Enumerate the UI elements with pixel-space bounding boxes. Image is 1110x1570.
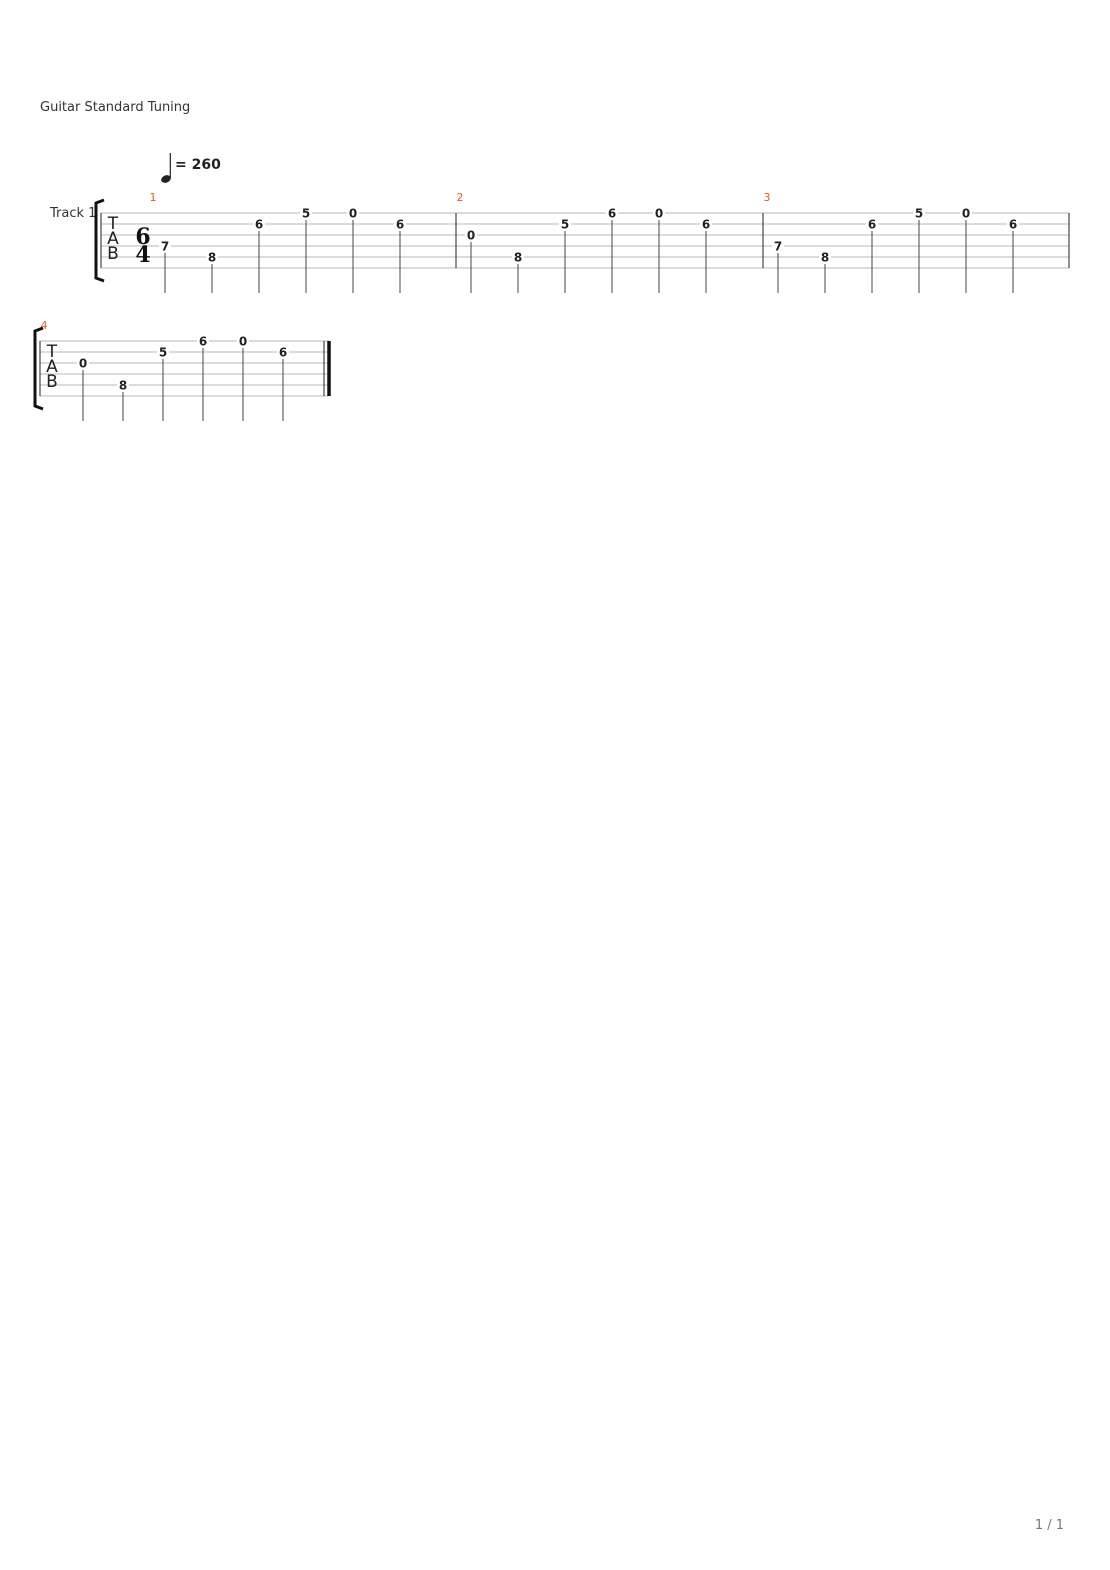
fret-number: 5 <box>561 218 569 232</box>
tab-clef-letter: T <box>107 214 119 234</box>
tab-note: 8 <box>206 251 218 293</box>
fret-background <box>117 379 129 391</box>
tab-note: 6 <box>253 218 265 293</box>
tab-note: 6 <box>866 218 878 293</box>
fret-background <box>913 207 925 219</box>
bar-number: 1 <box>150 191 157 204</box>
fret-number: 6 <box>1009 218 1017 232</box>
tab-note: 5 <box>157 346 169 421</box>
fret-background <box>277 346 289 358</box>
fret-number: 0 <box>467 229 475 243</box>
fret-number: 6 <box>868 218 876 232</box>
system-bracket <box>33 326 44 411</box>
time-signature-denominator: 4 <box>135 242 150 268</box>
tab-note: 5 <box>300 207 312 293</box>
tab-note: 7 <box>159 240 171 293</box>
measure-3: 3 7 8 6 5 0 6 <box>764 191 1070 293</box>
fret-number: 8 <box>821 251 829 265</box>
fret-background <box>237 335 249 347</box>
fret-background <box>206 251 218 263</box>
tab-note: 8 <box>512 251 524 293</box>
fret-number: 5 <box>302 207 310 221</box>
tab-note: 6 <box>277 346 289 421</box>
tab-note: 5 <box>913 207 925 293</box>
tab-note: 0 <box>465 229 477 293</box>
tab-note: 0 <box>653 207 665 293</box>
fret-background <box>819 251 831 263</box>
measure-2: 2 0 8 5 6 0 6 <box>457 191 764 293</box>
tab-note: 0 <box>237 335 249 421</box>
tuning-label: Guitar Standard Tuning <box>40 100 191 115</box>
tab-note: 0 <box>960 207 972 293</box>
system-bracket <box>94 198 105 283</box>
track-name: Track 1 <box>49 206 96 221</box>
fret-background <box>772 240 784 252</box>
tab-note: 6 <box>606 207 618 293</box>
tab-note: 6 <box>197 335 209 421</box>
measure-1: 1 7 8 6 5 0 6 <box>150 191 457 293</box>
fret-number: 0 <box>79 357 87 371</box>
fret-background <box>559 218 571 230</box>
fret-background <box>606 207 618 219</box>
tab-note: 7 <box>772 240 784 293</box>
fret-number: 5 <box>915 207 923 221</box>
fret-number: 8 <box>514 251 522 265</box>
fret-background <box>866 218 878 230</box>
fret-number: 6 <box>199 335 207 349</box>
bar-number: 4 <box>41 319 48 332</box>
tab-note: 5 <box>559 218 571 293</box>
fret-number: 6 <box>702 218 710 232</box>
tab-note: 0 <box>77 357 89 421</box>
fret-background <box>512 251 524 263</box>
tempo-marking: = 260 <box>161 153 221 183</box>
fret-number: 6 <box>396 218 404 232</box>
fret-number: 7 <box>161 240 169 254</box>
tab-clef-letter: B <box>107 244 119 264</box>
bar-number: 3 <box>764 191 771 204</box>
tab-clef-letter: A <box>107 229 119 249</box>
fret-number: 0 <box>239 335 247 349</box>
tab-system-2: TAB 4 0 8 5 6 0 6 <box>33 319 331 421</box>
fret-background <box>1007 218 1019 230</box>
tab-note: 8 <box>819 251 831 293</box>
fret-number: 0 <box>962 207 970 221</box>
fret-background <box>347 207 359 219</box>
tab-clef-letter: A <box>46 357 58 377</box>
tab-note: 6 <box>700 218 712 293</box>
measure-4: 4 0 8 5 6 0 6 <box>41 319 331 421</box>
fret-background <box>394 218 406 230</box>
fret-number: 6 <box>255 218 263 232</box>
fret-number: 5 <box>159 346 167 360</box>
fret-background <box>465 229 477 241</box>
bar-number: 2 <box>457 191 464 204</box>
fret-background <box>653 207 665 219</box>
fret-background <box>159 240 171 252</box>
fret-number: 8 <box>119 379 127 393</box>
fret-background <box>700 218 712 230</box>
fret-number: 6 <box>608 207 616 221</box>
page-number: 1 / 1 <box>1034 1518 1064 1533</box>
fret-background <box>77 357 89 369</box>
tab-note: 8 <box>117 379 129 421</box>
tempo-value: = 260 <box>175 157 221 173</box>
tab-note: 6 <box>1007 218 1019 293</box>
tab-clef-letter: B <box>46 372 58 392</box>
fret-number: 0 <box>655 207 663 221</box>
quarter-note-icon <box>161 153 171 183</box>
fret-background <box>253 218 265 230</box>
fret-background <box>960 207 972 219</box>
fret-number: 8 <box>208 251 216 265</box>
fret-background <box>300 207 312 219</box>
fret-number: 6 <box>279 346 287 360</box>
tab-clef-letter: T <box>46 342 58 362</box>
fret-number: 0 <box>349 207 357 221</box>
tab-note: 6 <box>394 218 406 293</box>
time-signature-numerator: 6 <box>135 224 150 250</box>
tab-note: 0 <box>347 207 359 293</box>
fret-number: 7 <box>774 240 782 254</box>
fret-background <box>197 335 209 347</box>
fret-background <box>157 346 169 358</box>
